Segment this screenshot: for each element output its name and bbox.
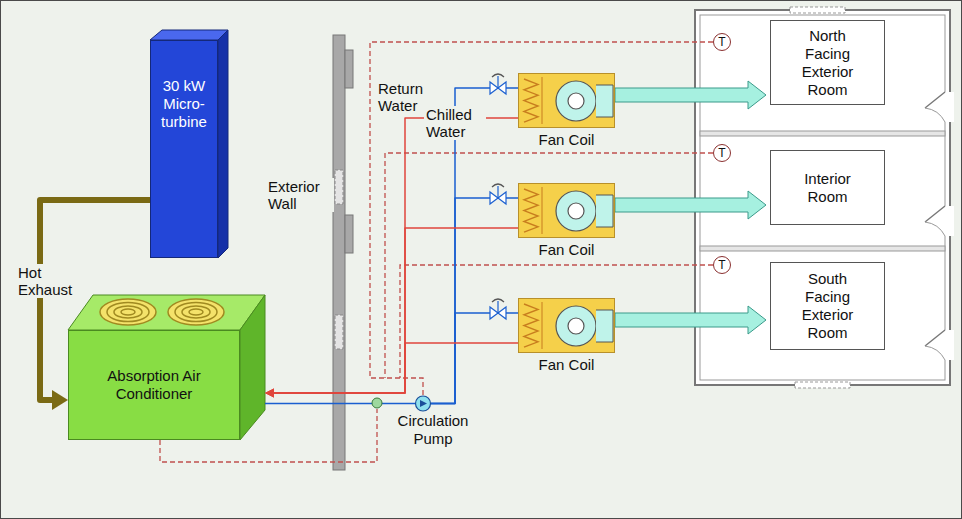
exterior-wall <box>333 35 345 470</box>
coil-symbol <box>524 79 538 122</box>
node-label: Interior Room <box>789 170 866 206</box>
fan-coil-drawing <box>518 298 615 353</box>
supply-air-arrow <box>615 81 766 109</box>
pipe-connector <box>265 228 518 398</box>
wall-window <box>335 170 343 204</box>
thermostat-letter: T <box>718 147 725 159</box>
supply-air-arrow <box>615 191 766 219</box>
fan-hub <box>568 93 584 109</box>
supply-air-arrow <box>615 306 766 334</box>
node-label: Absorption Air Conditioner <box>89 367 219 403</box>
bypass-valve <box>372 398 382 408</box>
fan-hub <box>568 203 584 219</box>
window <box>795 382 850 388</box>
arrow-head <box>52 390 68 410</box>
wall-pier <box>345 50 353 88</box>
pipe-connector <box>431 313 518 404</box>
pipe-line <box>265 403 415 405</box>
coil-symbol <box>542 302 543 349</box>
pipe-line <box>431 198 518 404</box>
fan-coil-drawing <box>518 73 615 128</box>
fan-coil-unit: Fan Coil <box>518 73 615 149</box>
control-valve <box>490 184 506 204</box>
node-label: 30 kW Micro-turbine <box>151 77 217 131</box>
supply-air-arrow <box>615 191 766 219</box>
arrow-head <box>265 389 274 398</box>
arrow-head <box>265 389 274 398</box>
pump-drawing <box>392 395 474 412</box>
circulation-pump: Circulation Pump <box>392 395 474 448</box>
fan-coil-unit: Fan Coil <box>518 183 615 259</box>
fan-wheel <box>556 81 596 121</box>
thermostat-symbol: T <box>713 144 731 162</box>
control-valve <box>490 74 506 94</box>
partition-wall <box>700 131 945 136</box>
supply-air-arrow <box>615 81 766 109</box>
absorption-chiller-box: Absorption Air Conditioner <box>68 330 240 440</box>
room-label-box: Interior Room <box>770 150 885 225</box>
thermostat-letter: T <box>718 259 725 271</box>
thermostat-symbol: T <box>713 256 731 274</box>
window <box>790 7 845 13</box>
fan-outlet <box>596 85 613 117</box>
fan-wheel <box>556 306 596 346</box>
room-label-box: North Facing Exterior Room <box>770 20 885 105</box>
pipe-line <box>272 228 518 393</box>
fan-coil-drawing <box>518 183 615 238</box>
annotation-label: Chilled Water <box>424 106 486 140</box>
connector-label: Hot Exhaust <box>16 264 86 298</box>
fan-wheel <box>556 191 596 231</box>
pipe-connector <box>265 343 518 398</box>
fan-outlet <box>596 310 613 342</box>
pump-symbol <box>416 396 431 411</box>
fan-coil-unit: Fan Coil <box>518 298 615 374</box>
pipe-connector <box>265 403 415 404</box>
pipe-line <box>272 118 518 393</box>
thermostat-letter: T <box>718 36 725 48</box>
coil-symbol <box>524 304 538 347</box>
door <box>925 206 954 236</box>
node-label: Fan Coil <box>518 241 615 259</box>
fan-coil-casing <box>519 299 615 353</box>
node-label: North Facing Exterior Room <box>789 27 866 99</box>
arrow-head <box>265 389 274 398</box>
fan-outlet <box>596 195 613 227</box>
fan-coil-casing <box>519 74 615 128</box>
partition-wall <box>700 246 945 251</box>
node-label: Fan Coil <box>518 131 615 149</box>
microturbine-top <box>150 30 228 40</box>
node-label: Circulation Pump <box>392 412 474 448</box>
node-label: South Facing Exterior Room <box>789 270 866 342</box>
fan-coil-casing <box>519 184 615 238</box>
door <box>925 92 954 122</box>
node-label: Fan Coil <box>518 356 615 374</box>
microturbine-box: 30 kW Micro-turbine <box>150 40 218 258</box>
pump-symbol <box>420 400 427 407</box>
condenser-fan <box>100 299 156 325</box>
supply-air-arrow <box>615 306 766 334</box>
fan-hub <box>568 318 584 334</box>
coil-symbol <box>542 77 543 124</box>
microturbine-side <box>218 30 228 258</box>
thermostat-symbol: T <box>713 33 731 51</box>
condenser-fan <box>168 299 224 325</box>
coil-symbol <box>542 187 543 234</box>
chiller-side <box>240 295 265 440</box>
wall-pier <box>345 215 353 253</box>
pipe-connector <box>431 198 518 404</box>
pipe-line <box>431 313 518 404</box>
wall-window <box>335 315 343 349</box>
room-label-box: South Facing Exterior Room <box>770 262 885 350</box>
coil-symbol <box>524 189 538 232</box>
control-valve <box>490 299 506 319</box>
control-wire <box>160 42 713 462</box>
chiller-top <box>68 295 265 330</box>
pipe-connector <box>265 118 518 398</box>
pipe-line <box>272 343 518 393</box>
annotation-label: Exterior Wall <box>266 178 334 212</box>
door <box>925 330 954 360</box>
